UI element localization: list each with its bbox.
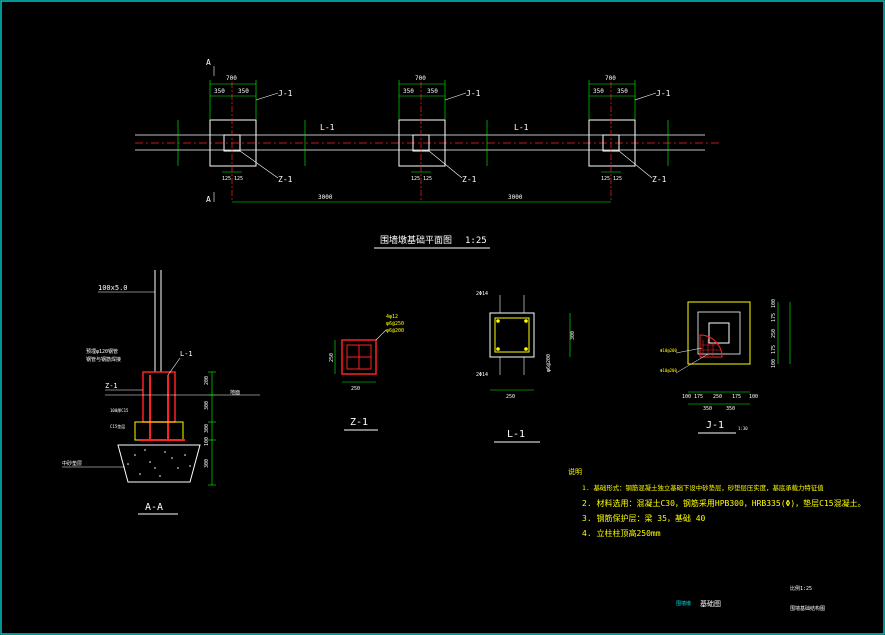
plan-label-j1: J-1 bbox=[466, 89, 481, 98]
titleblock-right-bottom: 围墙基础结构图 bbox=[790, 605, 825, 612]
plan-dim-half: 350 bbox=[617, 88, 628, 95]
z1-rebar2: φ6@250 bbox=[386, 321, 404, 327]
plan-dim-width: 700 bbox=[605, 75, 616, 82]
section-column-label: Z-1 bbox=[105, 382, 118, 390]
section-note1: 预埋φ120钢管 bbox=[86, 348, 118, 355]
plan-dim-half: 350 bbox=[214, 88, 225, 95]
foundation-plan: 700 700 700 350 350 350 350 350 350 125 … bbox=[135, 58, 720, 249]
plan-dim-span: 3000 bbox=[508, 194, 523, 201]
j1-rebar-b: Φ10@200 bbox=[660, 368, 677, 373]
plan-dim-half: 350 bbox=[593, 88, 604, 95]
section-note2: 钢管与钢筋焊接 bbox=[86, 356, 121, 363]
plan-label-z1: Z-1 bbox=[652, 175, 667, 184]
l1-dim-h: 300 bbox=[570, 331, 576, 340]
section-mark-a-bottom: A bbox=[206, 195, 211, 204]
footing-j1-3 bbox=[588, 119, 636, 167]
section-beam-label: L-1 bbox=[180, 350, 193, 358]
l1-bottom-bar: 2Φ14 bbox=[476, 372, 488, 378]
j1-dim: 250 bbox=[713, 394, 722, 400]
j1-dim-right: 250 bbox=[771, 329, 777, 338]
j1-dim-total: 350 bbox=[726, 406, 735, 412]
z1-title: Z-1 bbox=[350, 417, 368, 428]
j1-dim: 175 bbox=[732, 394, 741, 400]
j1-dim-right: 175 bbox=[771, 345, 777, 354]
plan-dim-column: 125 125 bbox=[222, 176, 243, 182]
section-dim: 300 bbox=[204, 424, 210, 433]
j1-scale: 1:30 bbox=[738, 426, 748, 431]
plan-dim-column: 125 125 bbox=[411, 176, 432, 182]
section-pad-label: 中砂垫层 bbox=[62, 460, 82, 467]
detail-l1: 250 300 2Φ14 2Φ14 φ6@200 L-1 bbox=[476, 291, 576, 443]
l1-stirrup: φ6@200 bbox=[546, 354, 552, 372]
z1-dim-h: 250 bbox=[329, 353, 335, 362]
plan-label-j1: J-1 bbox=[656, 89, 671, 98]
z1-rebar1: 4φ12 bbox=[386, 314, 398, 320]
plan-label-l1: L-1 bbox=[514, 123, 529, 132]
plan-dim-width: 700 bbox=[226, 75, 237, 82]
plan-scale: 1:25 bbox=[465, 236, 487, 246]
section-small-label: 100厚C15 bbox=[110, 408, 129, 413]
l1-title: L-1 bbox=[507, 429, 525, 440]
j1-dim-right: 100 bbox=[771, 299, 777, 308]
section-mark-a-top: A bbox=[206, 58, 211, 67]
detail-z1: 250 250 4φ12 φ6@250 φ6@200 Z-1 bbox=[329, 314, 404, 431]
titleblock-left: 围墙墩 bbox=[676, 600, 691, 607]
plan-label-j1: J-1 bbox=[278, 89, 293, 98]
j1-dim: 100 bbox=[749, 394, 758, 400]
section-pipe-label: 100x5.0 bbox=[98, 284, 128, 292]
notes-block: 说明 1. 基础形式：钢筋混凝土独立基础下设中砂垫层，砂垫层压实度，基底承载力特… bbox=[568, 467, 866, 538]
plan-dim-half: 350 bbox=[427, 88, 438, 95]
plan-dim-half: 350 bbox=[238, 88, 249, 95]
plan-dim-half: 350 bbox=[403, 88, 414, 95]
titleblock-left2: 基础图 bbox=[700, 599, 721, 608]
section-title: A-A bbox=[145, 502, 163, 513]
section-dim: 100 bbox=[204, 437, 210, 446]
footing-j1-1 bbox=[209, 119, 257, 167]
z1-rebar3: φ6@200 bbox=[386, 328, 404, 334]
plan-dim-column: 125 125 bbox=[601, 176, 622, 182]
section-dim: 300 bbox=[204, 401, 210, 410]
note-item: 3. 钢筋保护层：梁 35，基础 40 bbox=[582, 513, 706, 523]
title-block: 围墙墩 基础图 比例1:25 围墙基础结构图 bbox=[676, 585, 825, 612]
section-small-label: C15垫层 bbox=[110, 423, 125, 429]
j1-rebar-a: Φ10@200 bbox=[660, 348, 677, 353]
j1-dim-total: 350 bbox=[703, 406, 712, 412]
plan-label-l1: L-1 bbox=[320, 123, 335, 132]
section-dim: 300 bbox=[204, 459, 210, 468]
section-dim: 200 bbox=[204, 376, 210, 385]
j1-dim-right: 100 bbox=[771, 359, 777, 368]
plan-dim-span: 3000 bbox=[318, 194, 333, 201]
z1-dim-w: 250 bbox=[351, 386, 360, 392]
j1-dim-right: 175 bbox=[771, 313, 777, 322]
j1-dim: 175 bbox=[694, 394, 703, 400]
note-item: 1. 基础形式：钢筋混凝土独立基础下设中砂垫层，砂垫层压实度，基底承载力特征值 bbox=[582, 483, 824, 492]
titleblock-right-top: 比例1:25 bbox=[790, 585, 812, 592]
plan-dim-width: 700 bbox=[415, 75, 426, 82]
section-grade-label: 地面 bbox=[230, 389, 240, 396]
note-item: 4. 立柱柱顶高250mm bbox=[582, 528, 661, 538]
l1-dim-w: 250 bbox=[506, 394, 515, 400]
plan-label-z1: Z-1 bbox=[278, 175, 293, 184]
notes-title: 说明 bbox=[568, 467, 582, 476]
section-aa: 200 300 300 100 300 100x5.0 L-1 Z-1 地面 中… bbox=[62, 270, 260, 515]
detail-j1: 100 175 250 175 100 350 350 100 175 250 … bbox=[660, 299, 791, 434]
plan-title: 围墙墩基础平面图 bbox=[380, 234, 452, 246]
footing-j1-2 bbox=[398, 119, 446, 167]
plan-label-z1: Z-1 bbox=[462, 175, 477, 184]
l1-top-bar: 2Φ14 bbox=[476, 291, 488, 297]
note-item: 2. 材料选用：混凝土C30，钢筋采用HPB300，HRB335(Φ)，垫层C1… bbox=[582, 498, 866, 508]
j1-dim: 100 bbox=[682, 394, 691, 400]
j1-title: J-1 bbox=[706, 420, 724, 431]
